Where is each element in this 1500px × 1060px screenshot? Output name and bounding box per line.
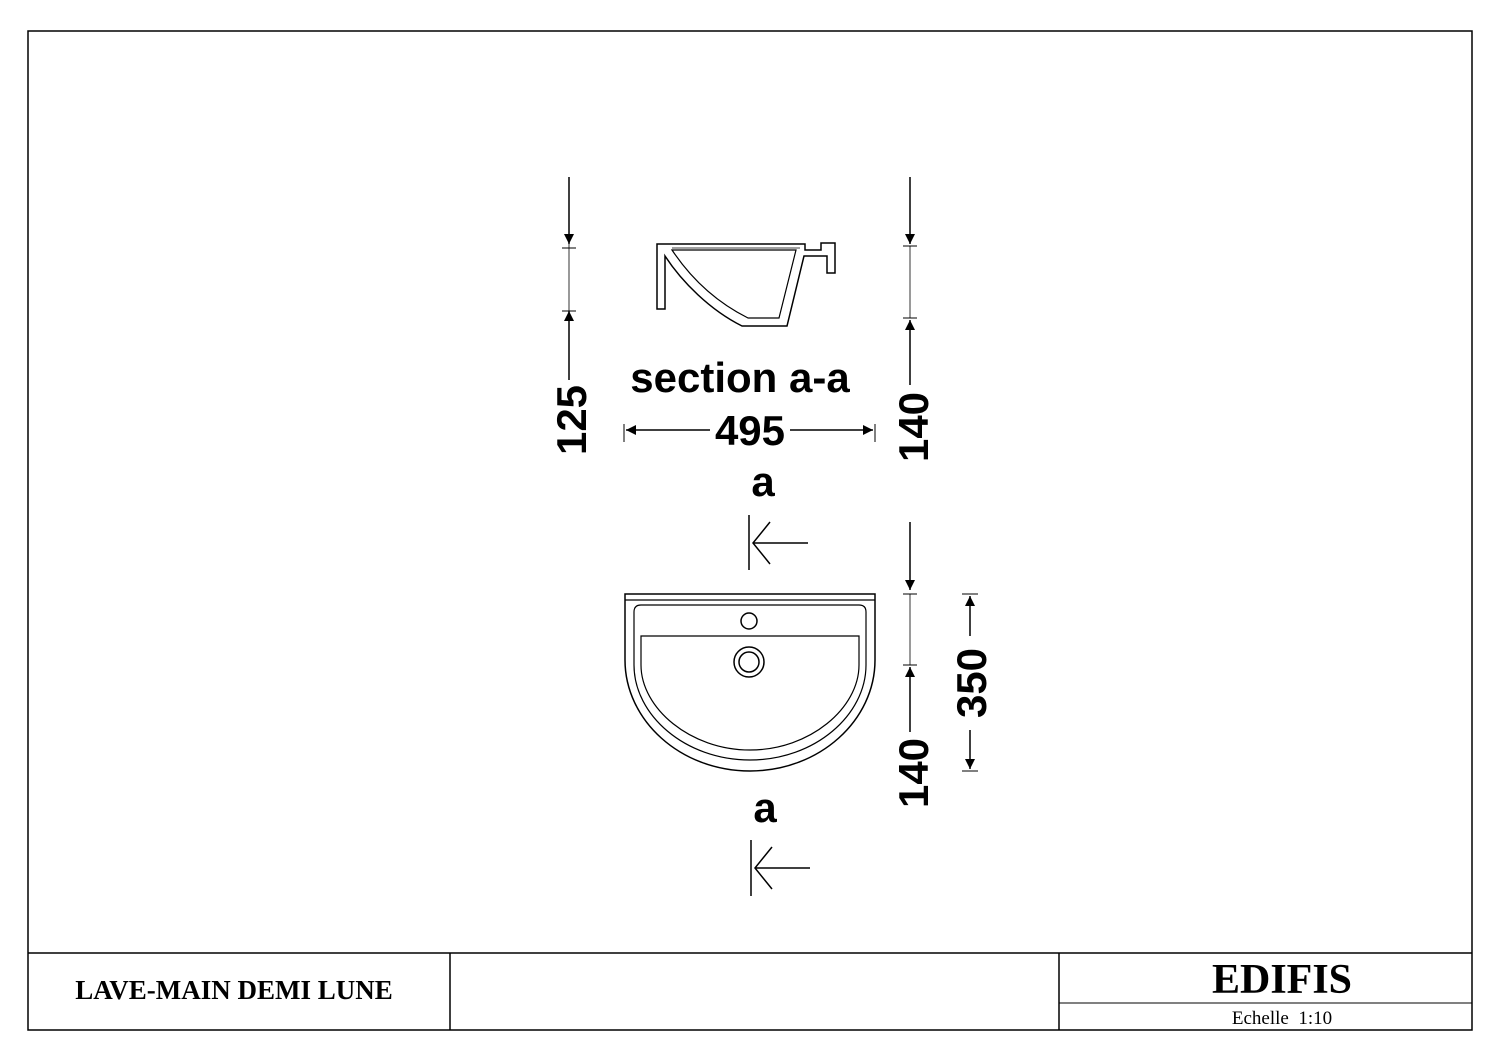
tap-hole (740, 612, 758, 630)
product-name: LAVE-MAIN DEMI LUNE (75, 975, 393, 1005)
section-marker-arrow-top (748, 515, 808, 570)
section-label: section a-a (630, 354, 850, 401)
dimension-section-height-left (562, 177, 576, 380)
basin-plan-outline (624, 593, 876, 772)
basin-plan-bowl (640, 635, 860, 751)
scale-label: Echelle 1:10 (1232, 1008, 1332, 1029)
drain-hole-outer (733, 646, 765, 678)
basin-plan-rim (633, 604, 867, 761)
drain-hole-inner (738, 651, 760, 673)
dimension-width (623, 424, 876, 442)
brand-name: EDIFIS (1212, 957, 1352, 1003)
drawing-frame (27, 30, 1473, 1031)
basin-section-outline (656, 242, 836, 327)
dimension-label-125: 125 (548, 385, 595, 455)
section-marker-arrow-bottom (750, 840, 810, 896)
dimension-label-140-section: 140 (890, 392, 937, 462)
plan-view (624, 593, 876, 772)
dimension-plan-depth (962, 593, 978, 772)
dimension-label-495: 495 (715, 407, 785, 454)
section-marker-label-bottom: a (753, 784, 777, 831)
dimension-section-height-right (903, 177, 917, 385)
section-view (656, 242, 836, 327)
dimension-plan-offset (903, 522, 917, 732)
dimension-label-140-plan: 140 (890, 738, 937, 808)
basin-inner-curve (670, 249, 797, 319)
dimension-label-350: 350 (948, 648, 995, 718)
section-marker-label-top: a (751, 458, 775, 505)
